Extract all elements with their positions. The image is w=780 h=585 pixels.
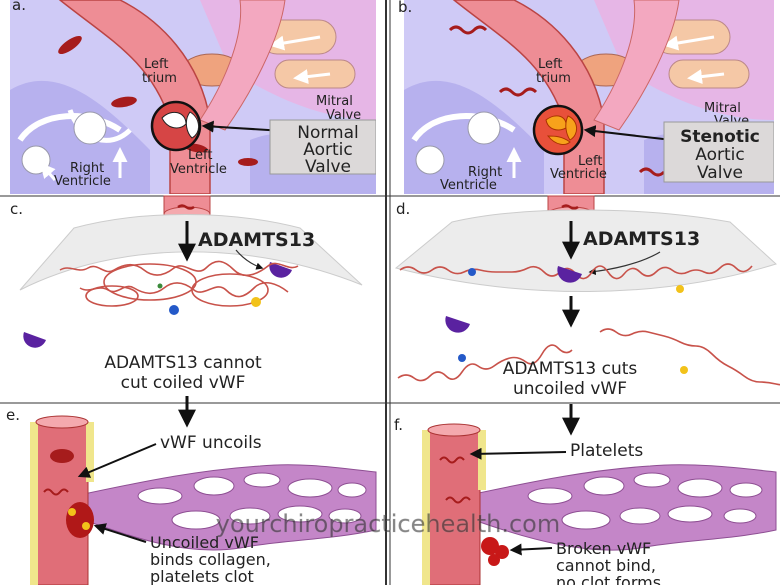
panel-a-heart: Left trium Mitral Valve Right Ventricle … xyxy=(10,0,376,194)
panel-d-letter: d. xyxy=(396,200,410,218)
panel-e-letter: e. xyxy=(6,406,20,424)
adamts13-enzyme-d xyxy=(557,266,582,283)
a-mitral-1: Mitral xyxy=(316,94,353,109)
adamts13-enzyme-d2 xyxy=(445,316,470,333)
a-valve-label-2: Aortic xyxy=(303,140,352,160)
b-valve-label-2: Aortic xyxy=(695,145,744,165)
panel-d-caption-2: uncoiled vWF xyxy=(513,379,627,399)
panel-b-heart: Left trium Mitral Valve Right Ventricle … xyxy=(404,0,774,194)
panel-e-label-top: vWF uncoils xyxy=(160,433,262,453)
panel-f-label-bottom-1: Broken vWF xyxy=(556,539,651,558)
b-right-ventricle-2: Ventricle xyxy=(440,178,497,193)
a-valve-label-1: Normal xyxy=(297,123,359,143)
pulmonary-veins-b xyxy=(575,19,750,89)
adamts13-enzyme-c2 xyxy=(23,332,46,348)
a-right-ventricle-2: Ventricle xyxy=(54,174,111,189)
panel-f: f. Platelets Broken vWF cannot bind, no xyxy=(394,416,777,585)
b-right-ventricle-1: Right xyxy=(468,165,502,180)
panel-f-letter: f. xyxy=(394,416,403,434)
platelet-clot-e xyxy=(66,502,94,538)
panel-b-letter: b. xyxy=(398,0,412,16)
panel-b-valve-label: Stenotic Aortic Valve xyxy=(680,127,760,183)
a-valve-label-3: Valve xyxy=(305,157,351,177)
b-valve-label-3: Valve xyxy=(697,163,743,183)
panel-d: d. ADAMTS13 ADAMTS13 cuts uncoiled vWF xyxy=(394,195,780,436)
coiled-vwf xyxy=(59,260,299,307)
panel-a-letter: a. xyxy=(12,0,26,14)
a-left-atrium-2: trium xyxy=(142,71,177,86)
panel-e-label-bottom-3: platelets clot xyxy=(150,567,254,585)
a-left-ventricle-2: Ventricle xyxy=(170,162,227,177)
panel-f-label-bottom-3: no clot forms xyxy=(556,573,661,585)
b-left-atrium-1: Left xyxy=(538,57,562,72)
panel-c: c. ADAMTS13 ADAMTS13 cannot cut coiled v… xyxy=(10,195,363,428)
a-mitral-2: Valve xyxy=(326,108,361,123)
b-valve-label-1: Stenotic xyxy=(680,127,760,147)
b-left-ventricle-2: Ventricle xyxy=(550,167,607,182)
panel-d-caption-1: ADAMTS13 cuts xyxy=(503,359,638,379)
a-right-ventricle-1: Right xyxy=(70,161,104,176)
watermark: yourchiropracticehealth.com xyxy=(216,510,560,538)
free-platelets-f xyxy=(481,537,509,566)
panel-c-letter: c. xyxy=(10,200,23,218)
panel-c-caption-1: ADAMTS13 cannot xyxy=(104,353,262,373)
a-left-ventricle-1: Left xyxy=(188,148,212,163)
b-left-atrium-2: trium xyxy=(536,71,571,86)
panel-d-enzyme-label: ADAMTS13 xyxy=(583,228,700,250)
b-left-ventricle-1: Left xyxy=(578,154,602,169)
a-left-atrium-1: Left xyxy=(144,57,168,72)
panel-c-enzyme-label: ADAMTS13 xyxy=(198,229,315,251)
adamts13-enzyme-c xyxy=(269,262,292,278)
b-mitral-1: Mitral xyxy=(704,101,741,116)
panel-f-label-top: Platelets xyxy=(570,441,643,461)
panel-e-label-bottom-2: binds collagen, xyxy=(150,550,271,569)
panel-e: e. vWF uncoils Uncoiled vWF binds xyxy=(6,406,377,585)
panel-f-label-bottom-2: cannot bind, xyxy=(556,556,656,575)
panel-a-valve-label: Normal Aortic Valve xyxy=(297,123,359,177)
panel-c-caption-2: cut coiled vWF xyxy=(121,373,246,393)
panel-e-label-bottom-1: Uncoiled vWF xyxy=(150,533,259,552)
